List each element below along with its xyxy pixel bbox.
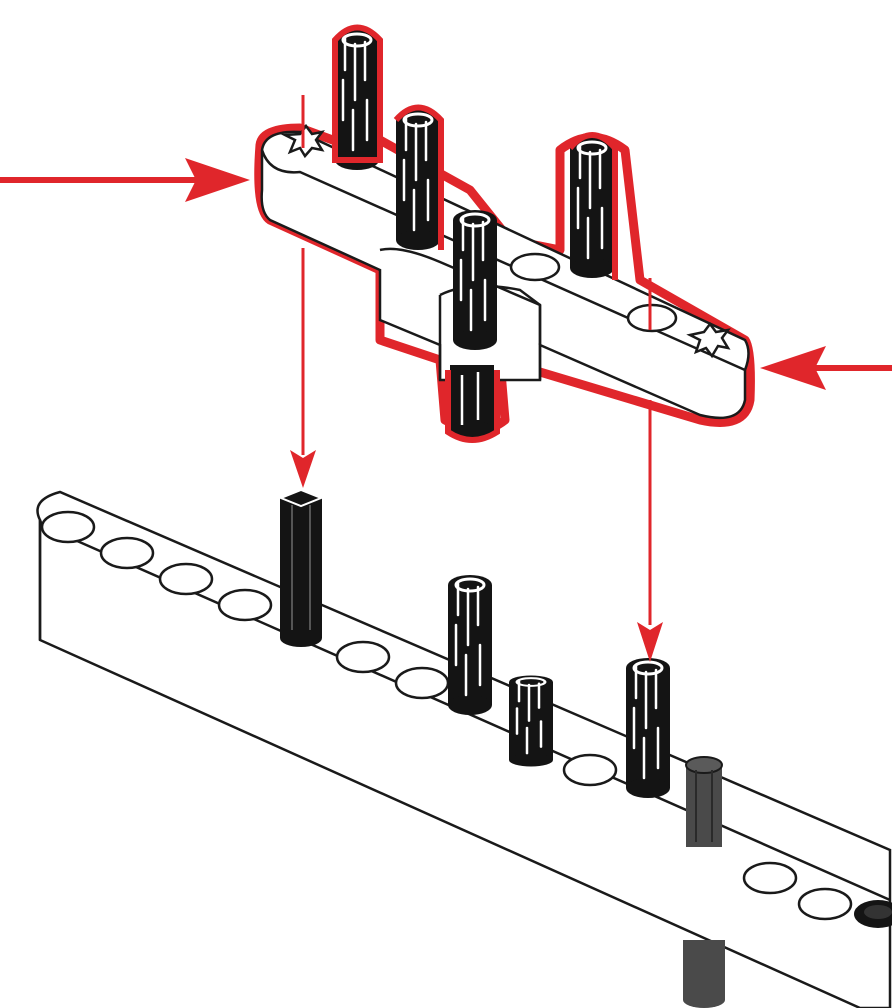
- drop-arrow-left: [290, 248, 316, 488]
- pointer-arrow-right: [760, 346, 892, 390]
- drop-arrow-right: [637, 400, 663, 662]
- sub-pin-3: [453, 210, 497, 350]
- base-pin-1: [448, 575, 492, 715]
- pointer-arrow-left: [0, 158, 250, 202]
- sub-pin-4: [570, 138, 614, 278]
- sub-pin-5: [450, 365, 494, 439]
- base-beam: [38, 492, 891, 1008]
- sub-pin-2: [396, 110, 440, 250]
- sub-pin-1: [335, 30, 379, 170]
- black-axle: [280, 490, 322, 647]
- subassembly: [259, 28, 751, 441]
- base-pin-2: [509, 676, 553, 767]
- base-pin-3: [626, 658, 670, 798]
